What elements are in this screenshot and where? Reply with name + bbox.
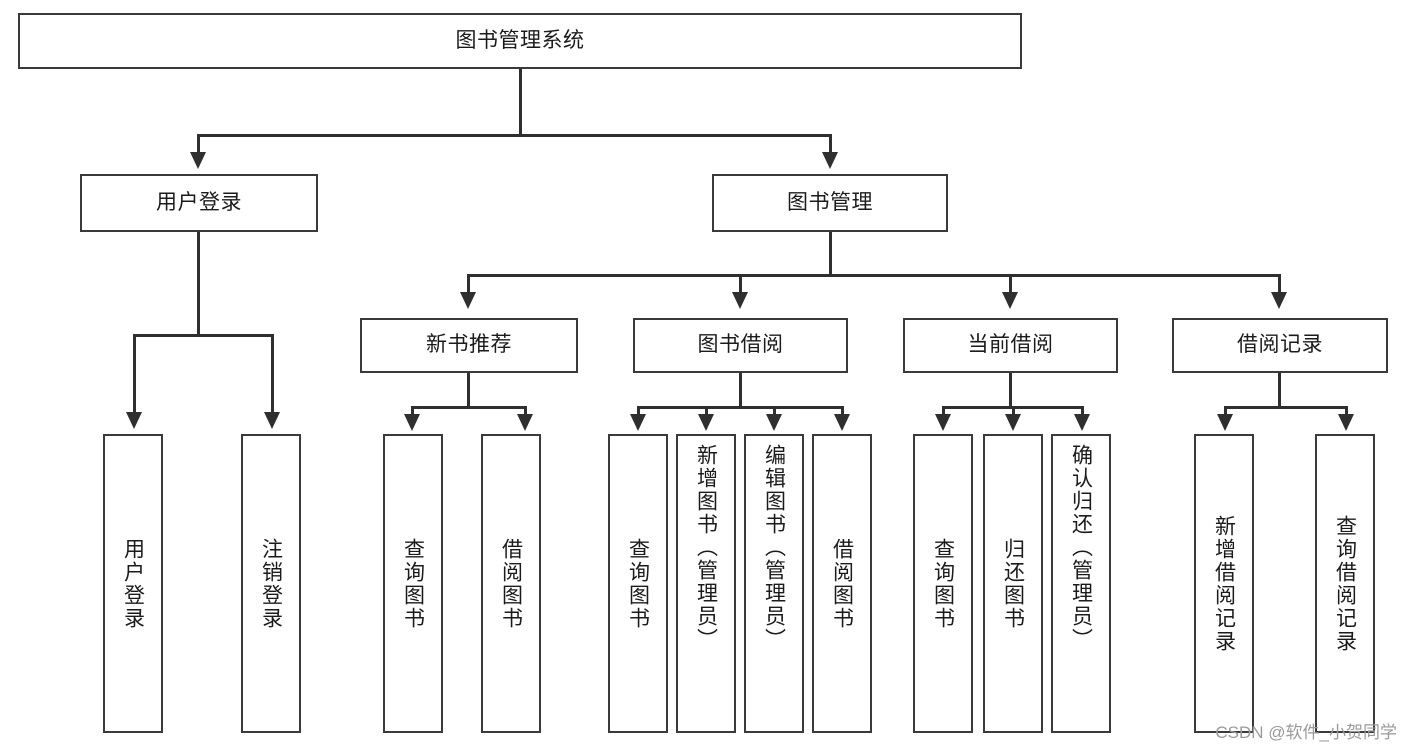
connector-user-login-stem xyxy=(197,232,200,336)
arrowhead-borrow-book-1 xyxy=(517,414,533,431)
arrowhead-current-borrow xyxy=(1002,292,1018,309)
connector-nbr-to-leaf-2 xyxy=(524,406,527,418)
node-label: 图书管理系统 xyxy=(455,28,585,52)
node-label: 用户登录 xyxy=(121,537,145,630)
connector-nbr-bus xyxy=(411,406,524,409)
connector-root-bus xyxy=(197,134,831,137)
node-label: 归还图书 xyxy=(1001,537,1025,630)
node-label: 查询图书 xyxy=(931,537,955,630)
connector-user-login-bus xyxy=(133,334,271,337)
connector-br-to-leaf-2 xyxy=(1345,406,1348,418)
arrowhead-borrow-book-2 xyxy=(834,414,850,431)
node-leaf-user-login[interactable]: 用户登录 xyxy=(103,434,163,733)
arrowhead-borrow-record xyxy=(1271,292,1287,309)
connector-bb-to-leaf-2 xyxy=(705,406,708,418)
node-leaf-query-book-3[interactable]: 查询图书 xyxy=(913,434,973,733)
node-label: 注销登录 xyxy=(259,537,283,630)
arrowhead-leaf-user-logout xyxy=(264,412,280,429)
node-label: 新增图书（管理员） xyxy=(694,444,718,651)
connector-cb-to-leaf-2 xyxy=(1012,406,1015,418)
connector-nbr-to-leaf-1 xyxy=(411,406,414,418)
connector-nbr-stem xyxy=(467,373,470,408)
arrowhead-query-book-3 xyxy=(935,414,951,431)
connector-bb-stem xyxy=(739,373,742,408)
node-leaf-borrow-book-2[interactable]: 借阅图书 xyxy=(812,434,872,733)
node-borrow-record[interactable]: 借阅记录 xyxy=(1172,318,1388,373)
node-label: 用户登录 xyxy=(156,190,242,214)
connector-bb-to-leaf-3 xyxy=(773,406,776,418)
arrowhead-query-book-1 xyxy=(404,414,420,431)
arrowhead-return-book xyxy=(1005,414,1021,431)
connector-bm-to-current-borrow xyxy=(1009,274,1012,296)
node-leaf-query-record[interactable]: 查询借阅记录 xyxy=(1315,434,1375,733)
node-leaf-add-record[interactable]: 新增借阅记录 xyxy=(1194,434,1254,733)
arrowhead-user-login xyxy=(190,152,206,169)
connector-bm-to-borrow-record xyxy=(1278,274,1281,296)
connector-bb-to-leaf-1 xyxy=(637,406,640,418)
node-label: 借阅记录 xyxy=(1237,333,1323,357)
connector-bb-to-leaf-4 xyxy=(841,406,844,418)
node-label: 查询图书 xyxy=(626,537,650,630)
node-user-login[interactable]: 用户登录 xyxy=(80,174,318,232)
node-label: 图书借阅 xyxy=(697,333,784,357)
connector-br-bus xyxy=(1224,406,1345,409)
node-leaf-edit-book[interactable]: 编辑图书（管理员） xyxy=(744,434,804,733)
connector-br-to-leaf-1 xyxy=(1224,406,1227,418)
node-book-management[interactable]: 图书管理 xyxy=(712,174,948,232)
watermark-text: CSDN @软件_小贺同学 xyxy=(1215,723,1397,742)
arrowhead-leaf-user-login xyxy=(126,412,142,429)
connector-cb-bus xyxy=(942,406,1081,409)
connector-root-to-book-management xyxy=(829,134,832,156)
connector-bm-to-new-book xyxy=(467,274,470,296)
connector-br-stem xyxy=(1278,373,1281,408)
node-label: 确认归还（管理员） xyxy=(1069,444,1093,651)
node-label: 图书管理 xyxy=(787,190,873,214)
arrowhead-book-management xyxy=(822,152,838,169)
connector-cb-to-leaf-1 xyxy=(942,406,945,418)
arrowhead-add-record xyxy=(1217,414,1233,431)
arrowhead-add-book xyxy=(698,414,714,431)
arrowhead-query-book-2 xyxy=(630,414,646,431)
arrowhead-confirm-return xyxy=(1074,414,1090,431)
node-leaf-borrow-book-1[interactable]: 借阅图书 xyxy=(481,434,541,733)
node-label: 借阅图书 xyxy=(830,537,854,630)
node-label: 编辑图书（管理员） xyxy=(762,444,786,651)
node-leaf-confirm-return[interactable]: 确认归还（管理员） xyxy=(1051,434,1111,733)
node-book-management-system[interactable]: 图书管理系统 xyxy=(18,13,1022,69)
arrowhead-book-borrow xyxy=(732,292,748,309)
connector-bb-bus xyxy=(637,406,842,409)
connector-book-management-bus xyxy=(467,274,1278,277)
connector-user-login-to-leaf-2 xyxy=(271,334,274,416)
node-leaf-add-book[interactable]: 新增图书（管理员） xyxy=(676,434,736,733)
arrowhead-new-book-recommend xyxy=(460,292,476,309)
connector-book-management-stem xyxy=(829,232,832,276)
connector-bm-to-book-borrow xyxy=(739,274,742,296)
node-label: 查询图书 xyxy=(401,537,425,630)
node-leaf-return-book[interactable]: 归还图书 xyxy=(983,434,1043,733)
node-label: 查询借阅记录 xyxy=(1333,514,1357,653)
node-new-book-recommend[interactable]: 新书推荐 xyxy=(360,318,578,373)
connector-root-stem xyxy=(519,69,522,136)
connector-cb-stem xyxy=(1009,373,1012,408)
node-leaf-query-book-2[interactable]: 查询图书 xyxy=(608,434,668,733)
connector-user-login-to-leaf-1 xyxy=(133,334,136,416)
connector-root-to-user-login xyxy=(197,134,200,156)
node-leaf-query-book-1[interactable]: 查询图书 xyxy=(383,434,443,733)
node-label: 借阅图书 xyxy=(499,537,523,630)
arrowhead-query-record xyxy=(1338,414,1354,431)
node-leaf-user-logout[interactable]: 注销登录 xyxy=(241,434,301,733)
node-label: 新增借阅记录 xyxy=(1212,514,1236,653)
arrowhead-edit-book xyxy=(766,414,782,431)
node-book-borrow[interactable]: 图书借阅 xyxy=(633,318,848,373)
node-label: 新书推荐 xyxy=(426,333,512,357)
connector-cb-to-leaf-3 xyxy=(1081,406,1084,418)
node-label: 当前借阅 xyxy=(967,333,1054,357)
node-current-borrow[interactable]: 当前借阅 xyxy=(903,318,1118,373)
